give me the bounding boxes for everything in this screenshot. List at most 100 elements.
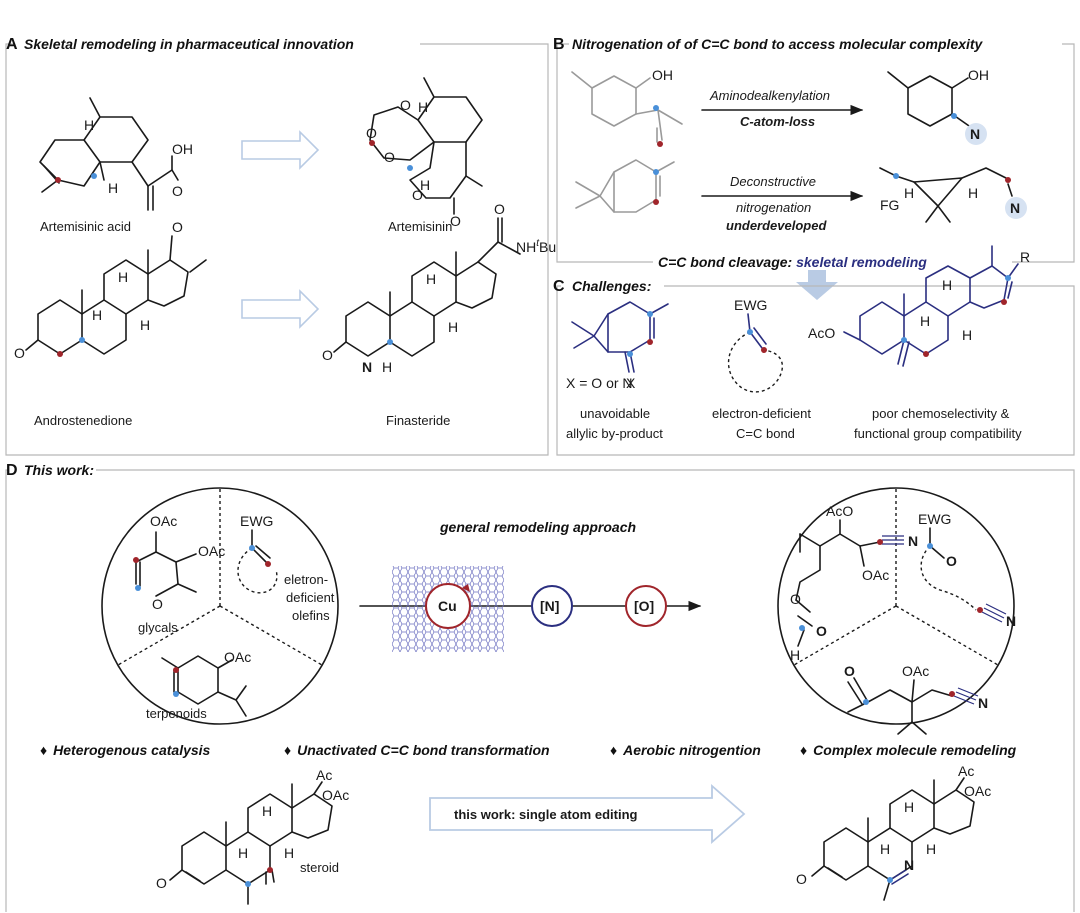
atom-nhtbu: NHtBu <box>516 238 556 255</box>
atom-marker-blue <box>799 625 805 631</box>
atom-marker-blue <box>887 877 893 883</box>
olefins-line3: olefins <box>292 608 330 623</box>
atom-ewg: EWG <box>918 511 951 527</box>
atom-marker-blue <box>135 585 141 591</box>
challenge-1-line1: unavoidable <box>580 406 650 421</box>
caption-androstenedione: Androstenedione <box>34 413 132 428</box>
atom-oac: OAc <box>322 787 349 803</box>
challenge-2-line2: C=C bond <box>736 426 795 441</box>
atom-oh: OH <box>968 67 989 83</box>
caption-artemisinic-acid: Artemisinic acid <box>40 219 131 234</box>
atom-marker-blue <box>927 543 933 549</box>
copper-cycle-arrowhead <box>462 584 470 592</box>
atom-h: H <box>284 845 294 861</box>
atom-marker-blue <box>173 691 179 697</box>
c-atom-loss-label: C-atom-loss <box>740 114 815 129</box>
atom-n: N <box>1006 613 1016 629</box>
atom-marker-blue <box>653 169 659 175</box>
atom-o: O <box>152 596 163 612</box>
atom-oac: OAc <box>902 663 929 679</box>
artemisinin-structure: O O O O O H H Artemisinin <box>366 77 483 234</box>
atom-marker-blue <box>91 173 97 179</box>
aminodealkenylation-product: N OH <box>887 67 989 145</box>
atom-ewg: EWG <box>240 513 273 529</box>
panel-a: A Skeletal remodeling in pharmaceutical … <box>5 36 556 456</box>
atom-marker-red <box>265 561 271 567</box>
n-label: [N] <box>540 598 559 614</box>
feature-unactivated: ♦ Unactivated C=C bond transformation <box>284 742 550 758</box>
steroid-reactant: Ac OAc O H H H steroid <box>156 767 349 905</box>
atom-marker-red <box>647 339 653 345</box>
atom-o: O <box>172 219 183 235</box>
atom-oh: OH <box>172 141 193 157</box>
feature-bullet: ♦ <box>284 742 291 758</box>
atom-o: O <box>366 125 377 141</box>
atom-marker-blue <box>647 311 653 317</box>
n-bubble <box>1005 197 1027 219</box>
x-definition: X = O or N <box>566 375 633 391</box>
atom-ac: Ac <box>316 767 332 783</box>
atom-marker-blue <box>893 173 899 179</box>
atom-oac: OAc <box>150 513 177 529</box>
atom-aco: AcO <box>826 503 853 519</box>
atom-o: O <box>844 663 855 679</box>
feature-text: Complex molecule remodeling <box>813 742 1016 758</box>
panel-d-title: This work: <box>24 462 94 478</box>
atom-h: H <box>968 185 978 201</box>
feature-heterogenous: ♦Heterogenous catalysis <box>40 742 211 758</box>
atom-h: H <box>426 271 436 287</box>
atom-h: H <box>418 99 428 115</box>
cu-label: Cu <box>438 598 457 614</box>
skeletal-remodeling-label: C=C bond cleavage: skeletal remodeling <box>658 254 927 270</box>
atom-h: H <box>382 359 392 375</box>
atom-marker-red <box>55 177 61 183</box>
skeletal-remodeling-text: skeletal remodeling <box>796 254 927 270</box>
atom-marker-red <box>1001 299 1007 305</box>
atom-h: H <box>140 317 150 333</box>
substrate-circle: OAc OAc O glycals EWG eletron- deficient… <box>101 487 339 725</box>
panel-b-letter: B <box>553 36 565 53</box>
panel-d: D This work: OAc OAc O glycals EWG <box>5 462 1075 912</box>
atom-marker-blue <box>863 699 869 705</box>
panel-a-title: Skeletal remodeling in pharmaceutical in… <box>24 36 354 52</box>
atom-o: O <box>946 553 957 569</box>
nh-part: NH <box>516 239 536 255</box>
feature-aerobic: ♦Aerobic nitrogention <box>610 742 761 758</box>
single-atom-editing-arrow <box>429 784 746 844</box>
atom-h: H <box>904 185 914 201</box>
glycals-label: glycals <box>138 620 178 635</box>
atom-h: H <box>84 117 94 133</box>
atom-h: H <box>926 841 936 857</box>
panel-d-letter: D <box>6 462 18 479</box>
feature-list: ♦Heterogenous catalysis ♦ Unactivated C=C… <box>40 742 1017 758</box>
panel-a-letter: A <box>6 36 18 53</box>
atom-o: O <box>14 345 25 361</box>
finasteride-structure: O O N H H H NHtBu Finasteride <box>322 201 556 428</box>
atom-h: H <box>262 803 272 819</box>
atom-h: H <box>942 277 952 293</box>
nitrogenation-label: nitrogenation <box>736 200 811 215</box>
deconstructive-reactant <box>575 159 675 213</box>
transform-arrow <box>241 130 320 170</box>
atom-ewg: EWG <box>734 297 767 313</box>
atom-o: O <box>172 183 183 199</box>
steroid-product: Ac OAc O N H H H <box>796 763 991 901</box>
panel-b-title: Nitrogenation of of C=C bond to access m… <box>572 36 984 52</box>
atom-h: H <box>962 327 972 343</box>
atom-o: O <box>412 187 423 203</box>
atom-marker-red <box>369 140 375 146</box>
feature-bullet: ♦ <box>610 742 617 758</box>
feature-complex: ♦Complex molecule remodeling <box>800 742 1017 758</box>
atom-oac: OAc <box>964 783 991 799</box>
approach-label: general remodeling approach <box>439 519 636 535</box>
challenge-3-line2: functional group compatibility <box>854 426 1022 441</box>
feature-text: Unactivated C=C bond transformation <box>297 742 549 758</box>
atom-marker-red <box>133 557 139 563</box>
atom-oh: OH <box>652 67 673 83</box>
atom-o: O <box>796 871 807 887</box>
atom-marker-red <box>267 867 273 873</box>
atom-r: R <box>1020 249 1030 265</box>
challenge-3-line1: poor chemoselectivity & <box>872 406 1010 421</box>
atom-marker-blue <box>387 339 393 345</box>
